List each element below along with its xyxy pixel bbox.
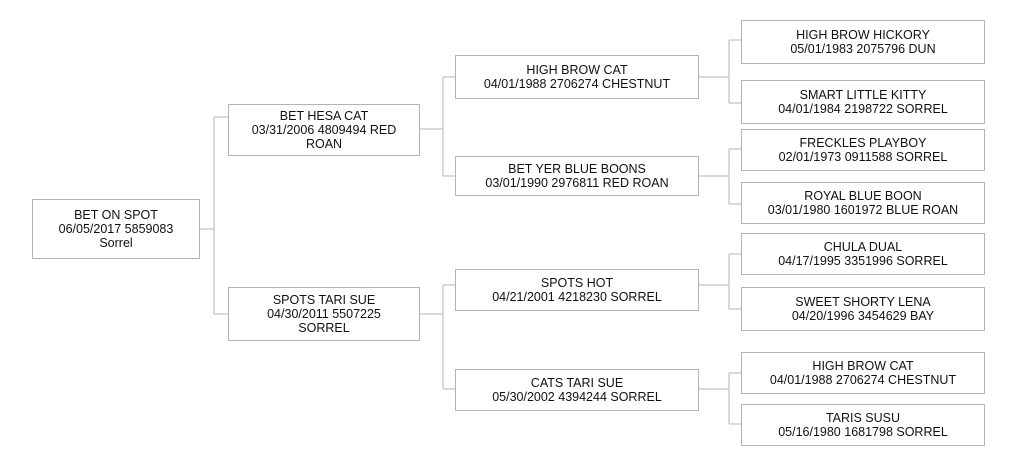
horse-details: 04/01/1988 2706274 CHESTNUT xyxy=(769,373,957,387)
horse-details: 03/01/1980 1601972 BLUE ROAN xyxy=(767,203,959,217)
horse-name: BET YER BLUE BOONS xyxy=(508,162,646,176)
horse-name: CHULA DUAL xyxy=(823,240,903,254)
horse-dam-dam-sire: HIGH BROW CAT 04/01/1988 2706274 CHESTNU… xyxy=(741,352,985,394)
horse-name: HIGH BROW HICKORY xyxy=(796,28,930,42)
horse-subject: BET ON SPOT 06/05/2017 5859083 Sorrel xyxy=(32,199,200,259)
horse-details: 04/17/1995 3351996 SORREL xyxy=(778,254,948,268)
horse-dam-sire: SPOTS HOT 04/21/2001 4218230 SORREL xyxy=(455,269,699,311)
horse-sire-dam-dam: ROYAL BLUE BOON 03/01/1980 1601972 BLUE … xyxy=(741,182,985,224)
horse-name: FRECKLES PLAYBOY xyxy=(799,136,927,150)
horse-name: CATS TARI SUE xyxy=(530,376,624,390)
horse-dam-sire-dam: SWEET SHORTY LENA 04/20/1996 3454629 BAY xyxy=(741,287,985,331)
horse-details: 04/30/2011 5507225 SORREL xyxy=(267,307,381,335)
horse-color: Sorrel xyxy=(99,236,133,250)
horse-sire-dam: BET YER BLUE BOONS 03/01/1990 2976811 RE… xyxy=(455,156,699,196)
horse-details: 04/20/1996 3454629 BAY xyxy=(791,309,935,323)
horse-dam-dam: CATS TARI SUE 05/30/2002 4394244 SORREL xyxy=(455,369,699,411)
horse-name: ROYAL BLUE BOON xyxy=(804,189,922,203)
horse-details: 06/05/2017 5859083 xyxy=(58,222,174,236)
horse-dam-dam-dam: TARIS SUSU 05/16/1980 1681798 SORREL xyxy=(741,404,985,446)
horse-details: 03/01/1990 2976811 RED ROAN xyxy=(485,176,669,190)
horse-details: 04/01/1988 2706274 CHESTNUT xyxy=(483,77,671,91)
horse-name: SPOTS HOT xyxy=(540,276,614,290)
horse-sire-dam-sire: FRECKLES PLAYBOY 02/01/1973 0911588 SORR… xyxy=(741,129,985,171)
horse-name: BET HESA CAT xyxy=(279,109,369,123)
horse-details: 04/01/1984 2198722 SORREL xyxy=(778,102,948,116)
horse-sire-sire: HIGH BROW CAT 04/01/1988 2706274 CHESTNU… xyxy=(455,55,699,99)
horse-details: 05/01/1983 2075796 DUN xyxy=(790,42,936,56)
horse-details: 03/31/2006 4809494 RED ROAN xyxy=(251,123,397,151)
horse-sire: BET HESA CAT 03/31/2006 4809494 RED ROAN xyxy=(228,104,420,156)
horse-name: SPOTS TARI SUE xyxy=(272,293,376,307)
horse-name: SMART LITTLE KITTY xyxy=(799,88,927,102)
horse-sire-sire-sire: HIGH BROW HICKORY 05/01/1983 2075796 DUN xyxy=(741,20,985,64)
horse-name: BET ON SPOT xyxy=(74,208,158,222)
horse-name: HIGH BROW CAT xyxy=(812,359,914,373)
horse-details: 02/01/1973 0911588 SORREL xyxy=(778,150,948,164)
horse-name: TARIS SUSU xyxy=(825,411,901,425)
horse-details: 05/16/1980 1681798 SORREL xyxy=(778,425,948,439)
horse-details: 05/30/2002 4394244 SORREL xyxy=(492,390,662,404)
horse-details: 04/21/2001 4218230 SORREL xyxy=(492,290,662,304)
horse-name: HIGH BROW CAT xyxy=(526,63,628,77)
horse-dam-sire-sire: CHULA DUAL 04/17/1995 3351996 SORREL xyxy=(741,233,985,275)
horse-sire-sire-dam: SMART LITTLE KITTY 04/01/1984 2198722 SO… xyxy=(741,80,985,124)
horse-dam: SPOTS TARI SUE 04/30/2011 5507225 SORREL xyxy=(228,287,420,341)
horse-name: SWEET SHORTY LENA xyxy=(795,295,931,309)
